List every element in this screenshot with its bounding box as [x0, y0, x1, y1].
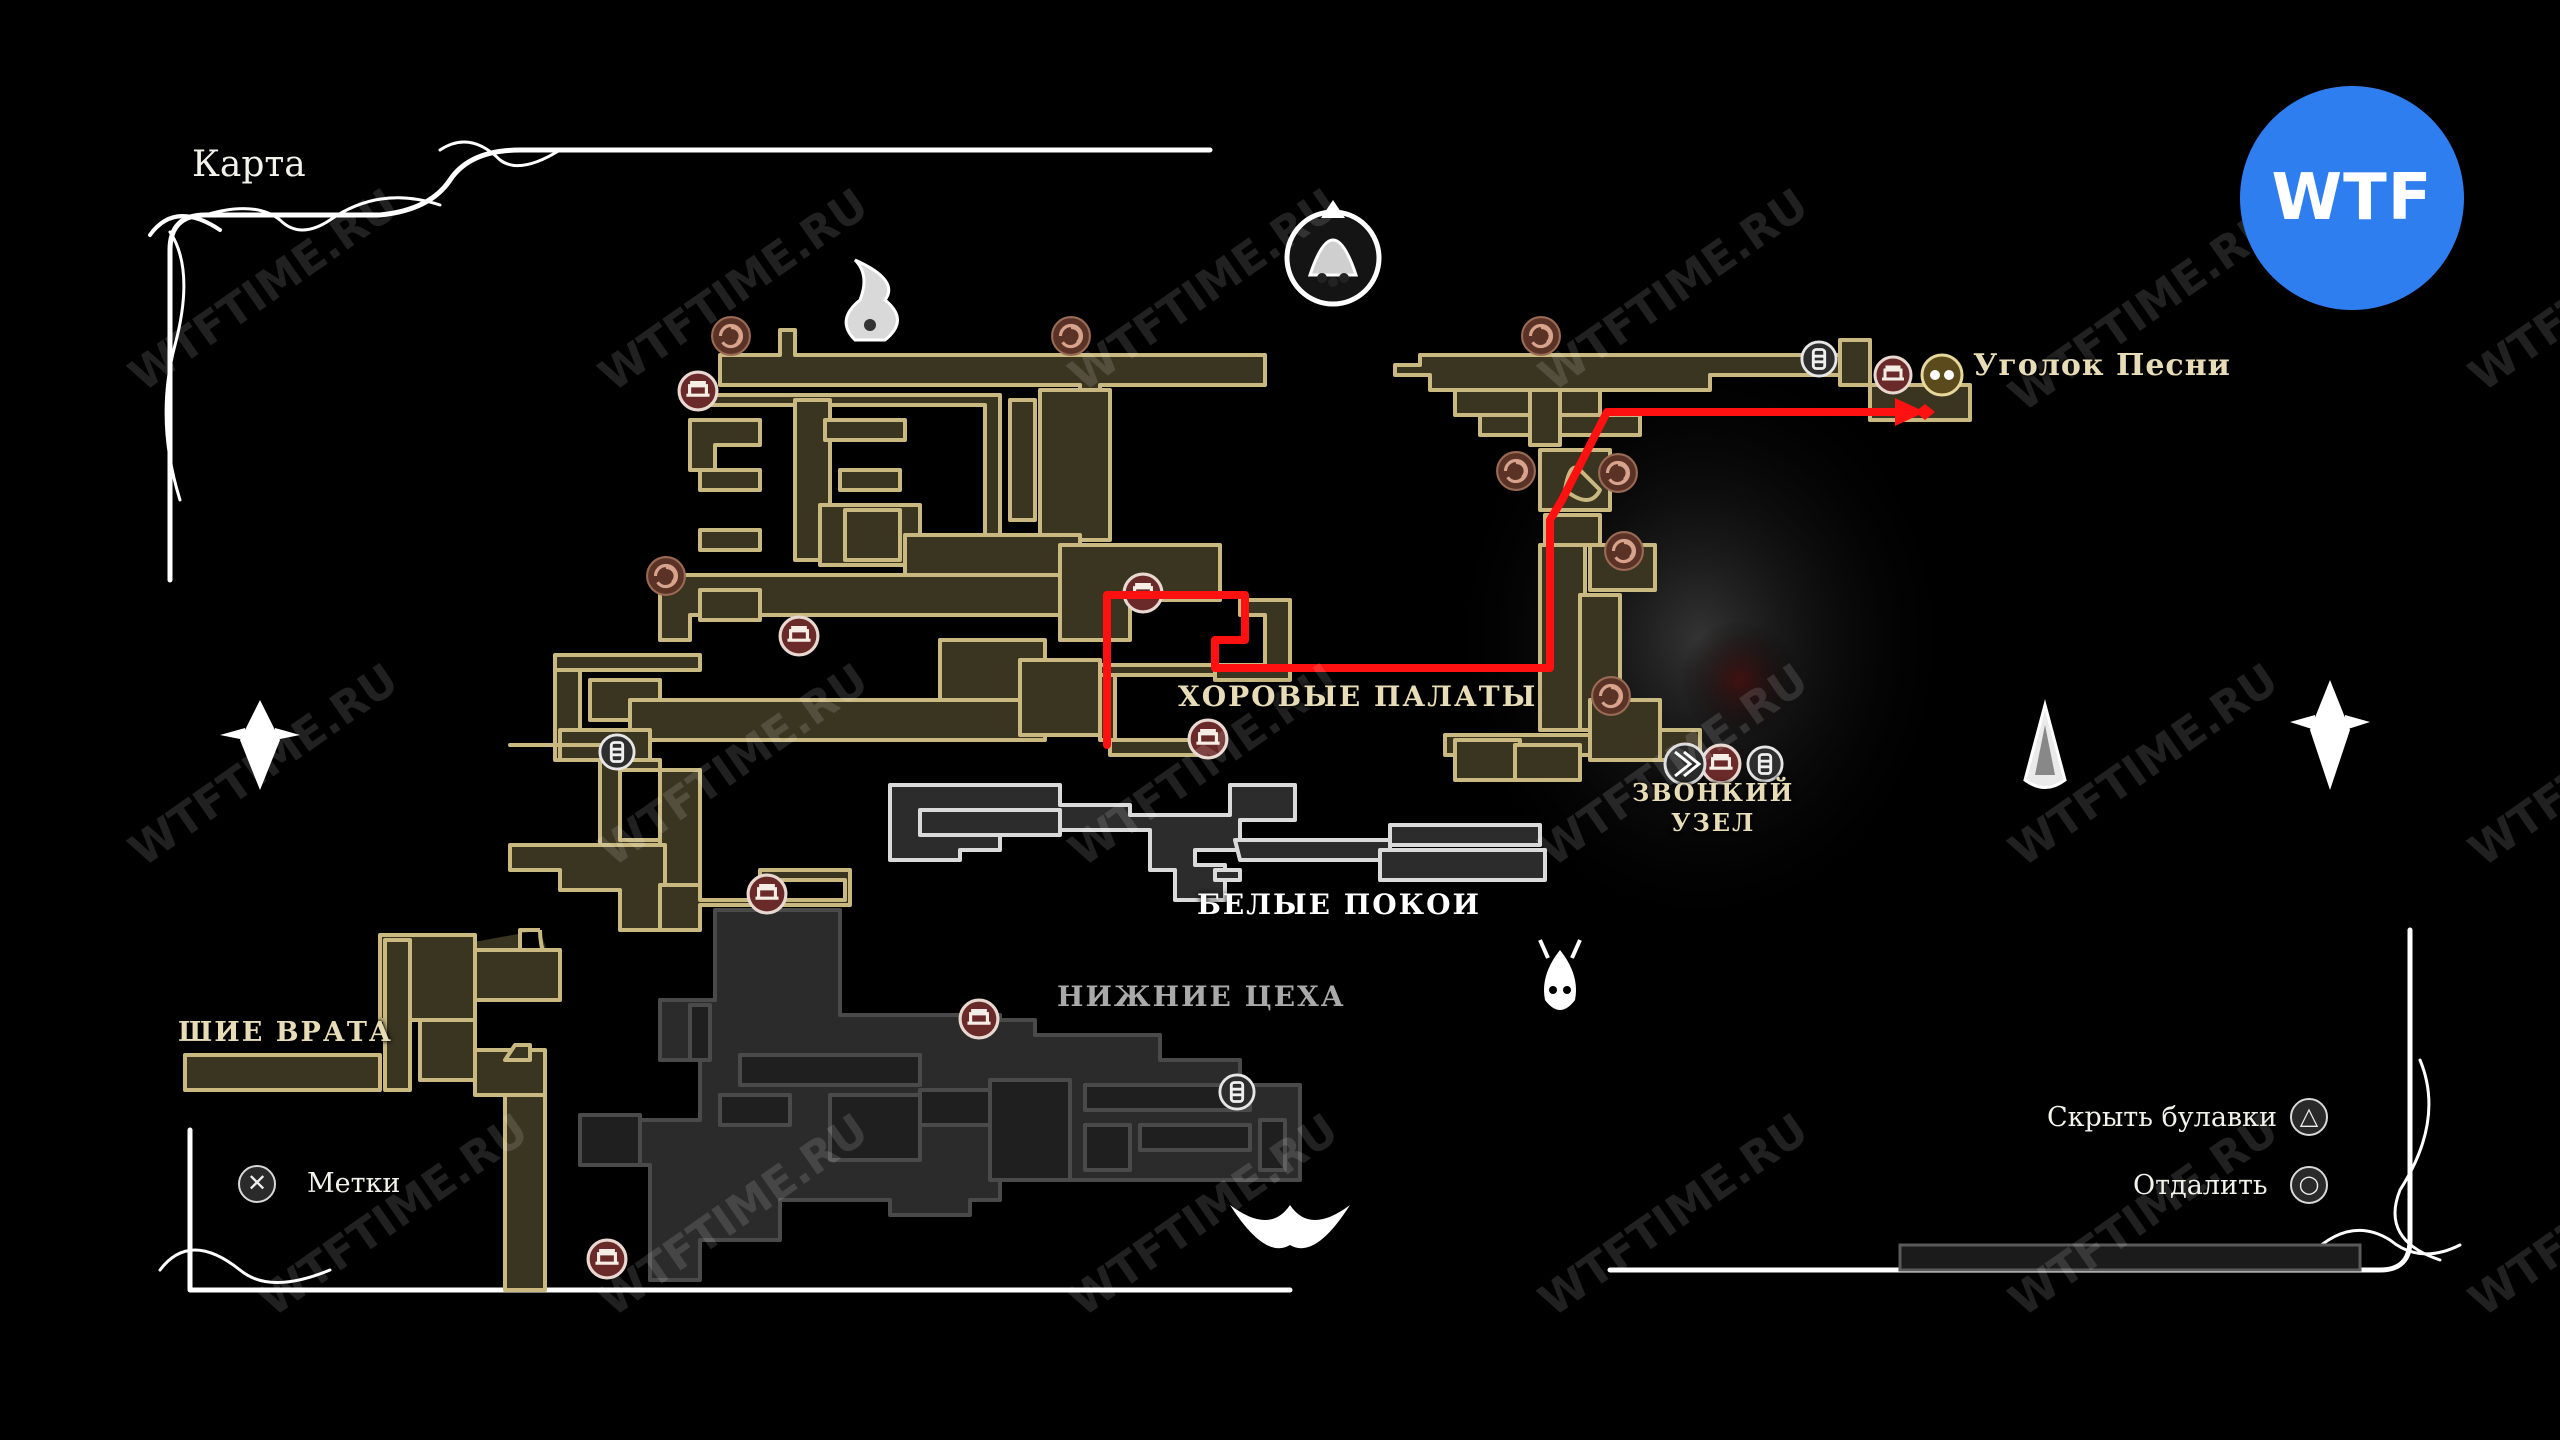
- markers-button-icon[interactable]: ✕: [238, 1165, 276, 1203]
- bench-pin-icon: [1873, 355, 1913, 395]
- route-end-marker-icon: [1915, 404, 1935, 420]
- area-label-upper-gates: ШИЕ ВРАТА: [178, 1017, 393, 1048]
- map-pins: [586, 315, 1964, 1280]
- spiral-pin-icon: [1495, 450, 1537, 492]
- area-label-ringing-node-line2: УЗЕЛ: [1671, 808, 1756, 837]
- area-label-ringing-node: ЗВОНКИЙ УЗЕЛ: [1632, 778, 1794, 838]
- hide-pins-button-icon[interactable]: △: [2290, 1098, 2328, 1136]
- song-corner-pin-icon: [1920, 353, 1964, 397]
- area-label-white-chambers: БЕЛЫЕ ПОКОИ: [1197, 888, 1481, 921]
- area-label-choir-chambers: ХОРОВЫЕ ПАЛАТЫ: [1178, 680, 1538, 713]
- frame-ornament-bottom: [1230, 1205, 1350, 1249]
- lift-pin-icon: [1800, 340, 1838, 378]
- route-arrow-icon: [1895, 398, 1925, 426]
- spiral-pin-icon: [1520, 315, 1562, 357]
- bench-pin-icon: [778, 615, 820, 657]
- spiral-pin-icon: [1590, 675, 1632, 717]
- lift-pin-icon: [1746, 745, 1784, 783]
- bench-pin-icon: [958, 998, 1000, 1040]
- area-label-song-corner: Уголок Песни: [1973, 348, 2231, 383]
- needle-marker-icon: [2023, 699, 2067, 789]
- frame-ornament-right: [2290, 680, 2370, 790]
- region-emblem-top-icon: [1284, 200, 1382, 307]
- hide-pins-label[interactable]: Скрыть булавки: [2047, 1102, 2277, 1133]
- frame-ornament-left: [220, 700, 300, 790]
- ambient-red-glow: [1680, 620, 1800, 740]
- page-title: Карта: [192, 144, 306, 185]
- spiral-pin-icon: [1597, 452, 1639, 494]
- zoom-out-button-icon[interactable]: ○: [2290, 1166, 2328, 1204]
- bench-pin-icon: [677, 370, 719, 412]
- citadel-spire-icon: [844, 258, 899, 342]
- spiral-pin-icon: [1050, 315, 1092, 357]
- map-explored-rooms: [183, 328, 1292, 1292]
- map-edge-strip: [1898, 1243, 2362, 1272]
- bench-pin-icon: [586, 1238, 628, 1280]
- map-unexplored-south: [578, 908, 1302, 1282]
- area-label-lower-workshops: НИЖНИЕ ЦЕХА: [1057, 980, 1346, 1013]
- zoom-out-label[interactable]: Отдалить: [2133, 1170, 2268, 1201]
- spiral-pin-icon: [710, 315, 752, 357]
- map-unexplored-rooms: [888, 783, 1547, 902]
- lift-pin-icon: [598, 733, 636, 771]
- wtf-badge: WTF: [2240, 86, 2464, 310]
- route-path: [1103, 408, 1909, 749]
- lift-pin-icon: [1218, 1073, 1256, 1111]
- bench-pin-icon: [1187, 718, 1229, 760]
- bench-pin-icon: [746, 873, 788, 915]
- wind-pin-icon: [1663, 742, 1707, 786]
- player-mask-icon: [1538, 939, 1582, 1010]
- area-label-ringing-node-line1: ЗВОНКИЙ: [1632, 778, 1795, 807]
- spiral-pin-icon: [1603, 530, 1645, 572]
- markers-label[interactable]: Метки: [307, 1168, 401, 1199]
- spiral-pin-icon: [645, 555, 687, 597]
